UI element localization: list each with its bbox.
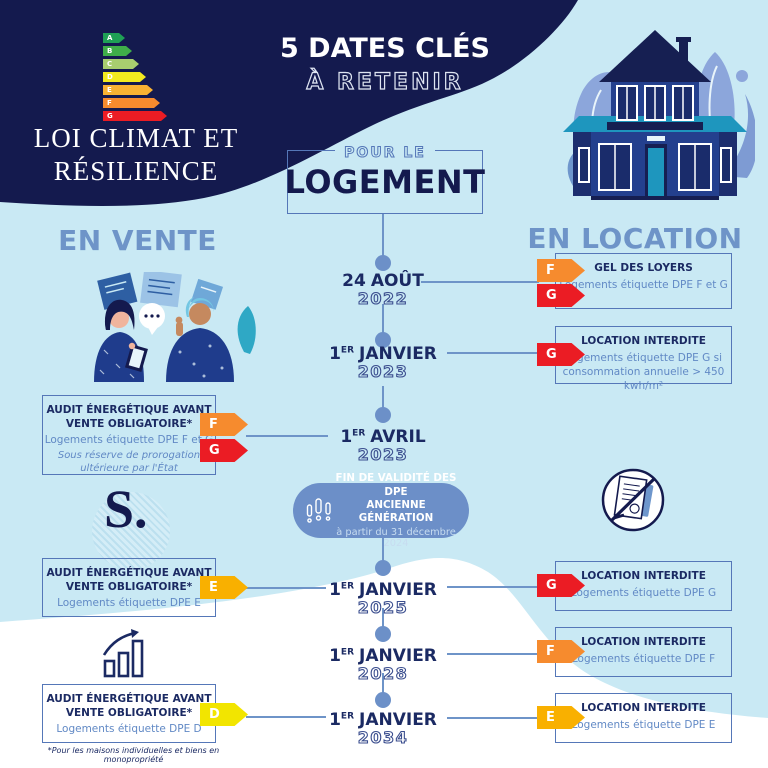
dpe-tag-g: G <box>200 439 248 462</box>
energy-bar-g: G <box>103 111 167 121</box>
dpe-validity-badge: FIN DE VALIDITÉ DES DPE ANCIENNE GÉNÉRAT… <box>293 472 469 549</box>
topic-kicker: POUR LE <box>287 142 483 162</box>
location-box-jan2023: LOCATION INTERDITE Logements étiquette D… <box>555 326 732 392</box>
timeline-dot <box>375 692 391 708</box>
connector-line <box>246 716 326 718</box>
connector-line <box>246 435 328 437</box>
timeline-year-2034: 2034 <box>357 727 409 747</box>
connector-line <box>447 352 539 354</box>
dpe-tag-d: D <box>200 703 248 726</box>
badge-line2: ANCIENNE GÉNÉRATION <box>358 499 434 525</box>
s-logo: S. <box>104 479 148 539</box>
location-box-2034: LOCATION INTERDITE Logements étiquette D… <box>555 693 732 743</box>
timeline-line <box>382 673 384 693</box>
dpe-tag-e: E <box>537 706 585 729</box>
dpe-tag-g: G <box>537 574 585 597</box>
energy-scale-chart: A B C D E F G <box>103 33 173 124</box>
dpe-tag-g: G <box>537 343 585 366</box>
location-box-2028: LOCATION INTERDITE Logements étiquette D… <box>555 627 732 677</box>
badge-line3: à partir du 31 décembre 2024 <box>336 526 456 549</box>
timeline-line <box>382 608 384 627</box>
timeline-year-jan2023: 2023 <box>357 361 409 381</box>
energy-bar-e: E <box>103 85 153 95</box>
connector-line <box>447 653 539 655</box>
connector-line <box>421 281 539 283</box>
timeline-year-2028: 2028 <box>357 663 409 683</box>
timeline-dot <box>375 626 391 642</box>
main-subtitle: À RETENIR <box>306 69 464 95</box>
bar-growth-icon <box>102 629 144 678</box>
connector-line <box>246 587 326 589</box>
energy-bar-b: B <box>103 46 132 56</box>
dpe-tag-f: F <box>200 413 248 436</box>
timeline-dot <box>375 255 391 271</box>
dpe-tag-f: F <box>537 259 585 282</box>
dpe-tag-f: F <box>537 640 585 663</box>
timeline-year-2025: 2025 <box>357 597 409 617</box>
main-title: 5 DATES CLÉS <box>279 33 490 64</box>
timeline-line <box>382 214 384 256</box>
timeline-line <box>382 386 384 408</box>
dpe-tag-g: G <box>537 284 585 307</box>
house-illustration <box>563 30 755 200</box>
connector-line <box>447 717 539 719</box>
people-illustration <box>94 272 256 382</box>
no-contract-icon <box>601 468 665 532</box>
timeline-line <box>382 304 384 333</box>
timeline-dot <box>375 332 391 348</box>
energy-bar-c: C <box>103 59 139 69</box>
timeline-line <box>382 537 384 561</box>
timeline-dot <box>375 407 391 423</box>
s-logo-circle <box>92 492 170 570</box>
column-heading-vente: EN VENTE <box>58 224 217 257</box>
location-box-2025: LOCATION INTERDITE Logements étiquette D… <box>555 561 732 611</box>
timeline-dot <box>375 560 391 576</box>
exclamation-icon <box>306 497 331 523</box>
energy-bar-d: D <box>103 72 146 82</box>
energy-bar-f: F <box>103 98 160 108</box>
energy-bar-a: A <box>103 33 125 43</box>
connector-line <box>447 586 539 588</box>
column-heading-location: EN LOCATION <box>527 222 743 255</box>
timeline-year-avr2023: 2023 <box>357 444 409 464</box>
badge-line1: FIN DE VALIDITÉ DES DPE <box>335 472 457 498</box>
footnote: *Pour les maisons individuelles et biens… <box>47 746 220 764</box>
location-box-2022: GEL DES LOYERS Logements étiquette DPE F… <box>555 253 732 309</box>
dpe-tag-e: E <box>200 576 248 599</box>
timeline-year-2022: 2022 <box>357 288 409 308</box>
